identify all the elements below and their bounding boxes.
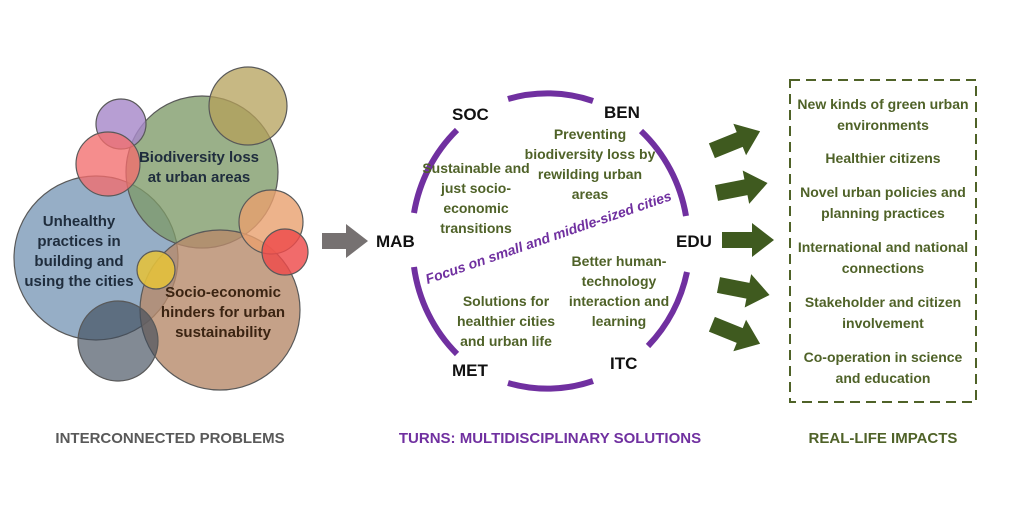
impact-arrow-2 bbox=[714, 170, 768, 204]
solution-soc: Sustainable and just socio-economic tran… bbox=[422, 160, 530, 236]
bubble-slate bbox=[77, 300, 159, 382]
socio-label: Socio-economic hinders for urban sustain… bbox=[160, 284, 286, 341]
impact-item-3: Novel urban policies and planning practi… bbox=[800, 184, 966, 221]
biodiversity-label: Biodiversity loss at urban areas bbox=[138, 149, 260, 186]
ring-arc-top bbox=[507, 90, 594, 104]
bubble-red-left bbox=[75, 131, 141, 197]
input-arrow bbox=[322, 224, 368, 258]
ring-arc-bottom-left bbox=[411, 266, 460, 357]
impact-item-2: Healthier citizens bbox=[825, 150, 941, 166]
solution-itc: Better human-technology interaction and … bbox=[568, 253, 670, 329]
caption-problems: INTERCONNECTED PROBLEMS bbox=[55, 430, 285, 447]
code-itc: ITC bbox=[610, 354, 638, 373]
bubble-red-right bbox=[261, 228, 309, 276]
solution-met: Solutions for healthier cities and urban… bbox=[456, 293, 556, 349]
impact-arrow-1 bbox=[708, 123, 761, 159]
impact-arrows bbox=[708, 123, 774, 352]
ring-arc-left bbox=[411, 127, 460, 214]
code-ben: BEN bbox=[604, 103, 640, 122]
impact-item-5: Stakeholder and citizen involvement bbox=[804, 294, 962, 331]
code-soc: SOC bbox=[452, 105, 489, 124]
impact-arrow-3 bbox=[722, 223, 774, 257]
impact-item-1: New kinds of green urban environments bbox=[797, 96, 969, 133]
ring-arc-bottom bbox=[507, 378, 594, 392]
impact-arrow-5 bbox=[708, 316, 761, 352]
bubble-olive bbox=[208, 66, 288, 146]
caption-turns: TURNS: MULTIDISCIPLINARY SOLUTIONS bbox=[398, 430, 702, 447]
code-met: MET bbox=[452, 361, 488, 380]
impact-item-4: International and national connections bbox=[797, 239, 969, 276]
unhealthy-label: Unhealthy practices in building and usin… bbox=[24, 213, 134, 290]
bubble-yellow bbox=[136, 250, 176, 290]
code-mab: MAB bbox=[376, 232, 415, 251]
impacts-box bbox=[789, 79, 977, 403]
code-edu: EDU bbox=[676, 232, 712, 251]
impact-item-6: Co-operation in science and education bbox=[803, 349, 963, 386]
impact-arrow-4 bbox=[716, 274, 770, 308]
ring-arc-right bbox=[645, 271, 690, 349]
ring-arc-top-right bbox=[638, 128, 689, 217]
turns-ring bbox=[411, 90, 690, 392]
solution-ben: Preventing biodiversity loss by rewildin… bbox=[524, 126, 656, 202]
problem-bubbles bbox=[13, 66, 309, 391]
caption-impacts: REAL-LIFE IMPACTS bbox=[808, 430, 958, 447]
